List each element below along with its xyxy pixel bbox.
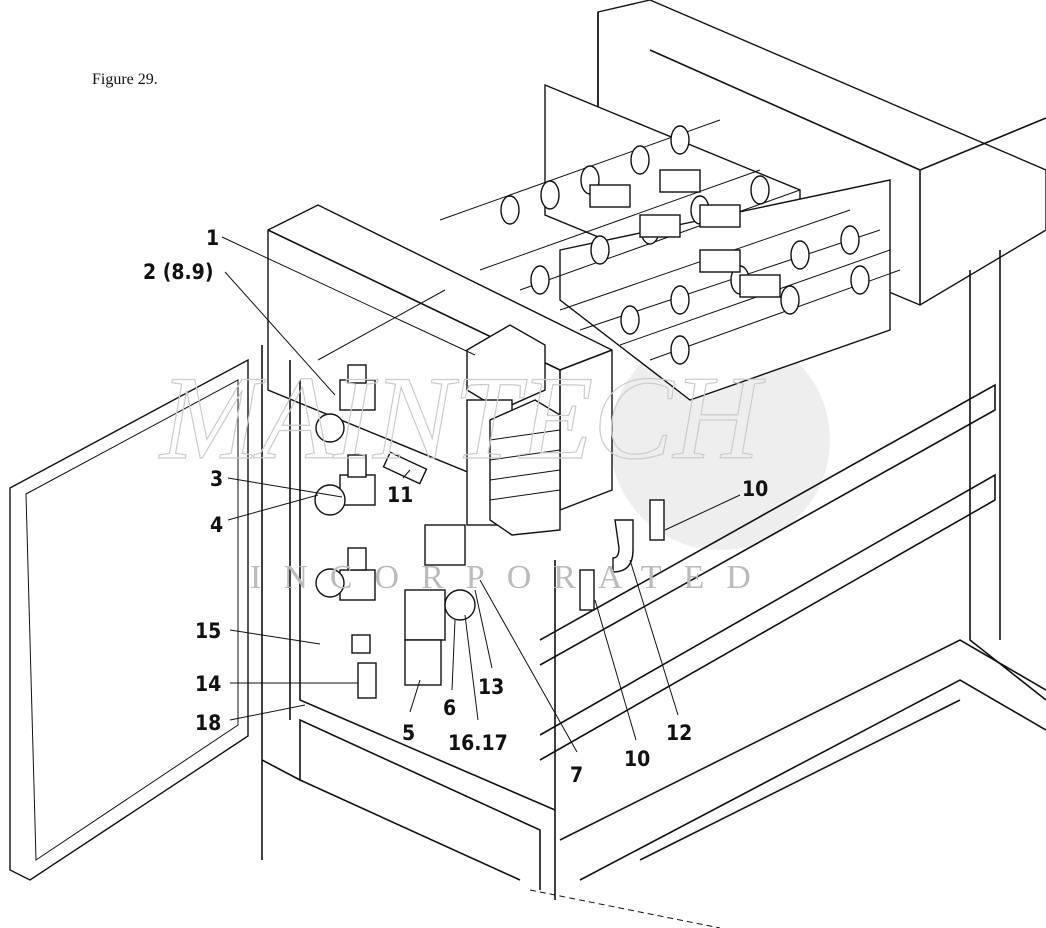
callout-6: 6: [443, 696, 456, 720]
callout-16-17: 16.17: [448, 731, 508, 755]
cabinet-door: [9, 358, 249, 881]
watermark-disc: [610, 330, 830, 550]
callout-14: 14: [195, 672, 221, 696]
callout-5: 5: [402, 721, 415, 745]
callout-10-lower: 10: [624, 747, 650, 771]
regulators: [314, 364, 665, 699]
callout-13: 13: [478, 675, 504, 699]
roller-rack: [439, 83, 901, 401]
valve-manifold: [466, 324, 561, 536]
callout-2: 2 (8.9): [143, 260, 213, 284]
watermark-subtext: INCORPORATED: [250, 559, 773, 596]
watermark: MAINTECH INCORPORATED: [157, 350, 773, 596]
watermark-text: MAINTECH: [158, 351, 766, 484]
callout-12: 12: [666, 721, 692, 745]
callout-7: 7: [570, 763, 583, 787]
leader-lines: [221, 236, 741, 753]
figure-caption: Figure 29.: [92, 71, 158, 88]
callout-15: 15: [195, 619, 221, 643]
callout-11: 11: [387, 483, 413, 507]
callout-18: 18: [195, 711, 221, 735]
frame: [529, 250, 1046, 928]
callout-4: 4: [210, 513, 223, 537]
callout-3: 3: [210, 467, 223, 491]
cabinet-body: [261, 345, 556, 900]
callout-10-upper: 10: [742, 477, 768, 501]
callout-1: 1: [206, 226, 219, 250]
